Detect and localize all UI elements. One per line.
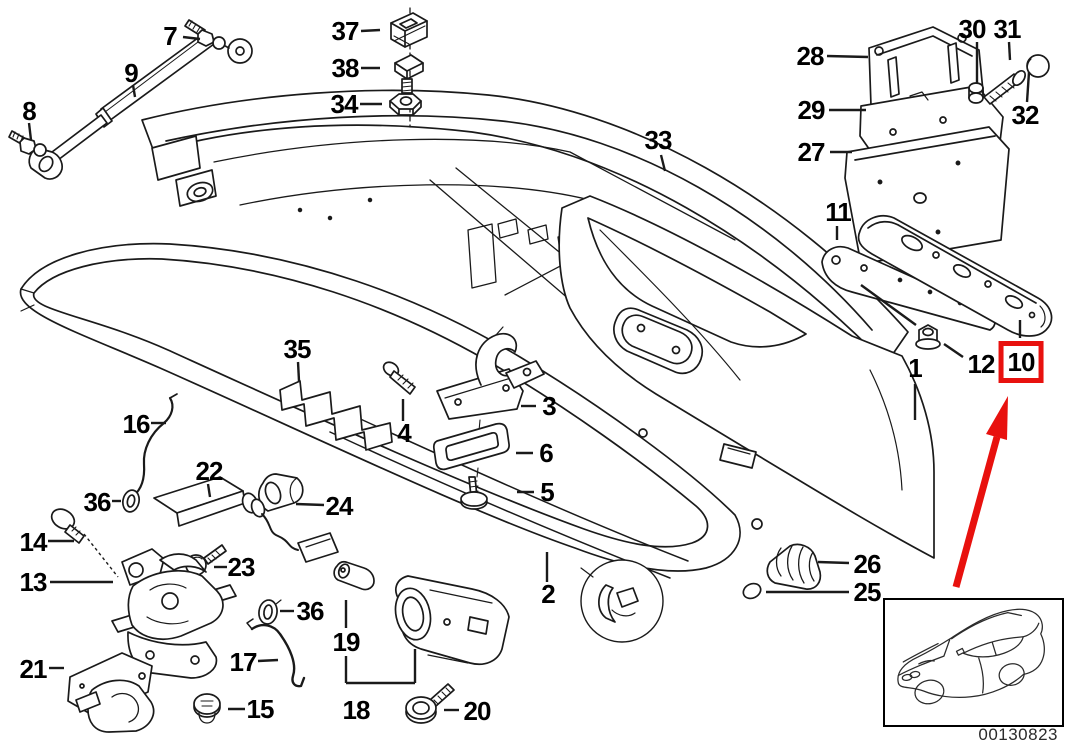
part-label-25: 25 bbox=[853, 577, 882, 607]
part-label-32: 32 bbox=[1011, 100, 1040, 130]
part-label-30: 30 bbox=[958, 14, 987, 44]
leader-line bbox=[817, 560, 850, 565]
part-30-31-32-drawing bbox=[968, 54, 1050, 105]
part-21-drawing bbox=[67, 652, 155, 733]
highlight-arrow-shaft bbox=[952, 436, 1001, 588]
part-label-7: 7 bbox=[163, 21, 178, 51]
leader-line bbox=[83, 533, 119, 578]
image-id: 00130823 bbox=[978, 725, 1058, 744]
part-17-drawing bbox=[246, 618, 306, 688]
part-label-5: 5 bbox=[540, 477, 555, 507]
part-36b-drawing bbox=[258, 599, 282, 625]
leader-line bbox=[826, 54, 869, 59]
part-7-drawing bbox=[184, 19, 226, 50]
part-24-drawing bbox=[258, 473, 304, 512]
part-label-38: 38 bbox=[331, 53, 360, 83]
part-label-9: 9 bbox=[124, 58, 139, 88]
part-label-14: 14 bbox=[19, 527, 48, 557]
part-22-drawing bbox=[153, 476, 339, 563]
part-34-drawing bbox=[389, 93, 422, 116]
part-label-26: 26 bbox=[853, 549, 882, 579]
part-37-drawing bbox=[390, 7, 428, 128]
car-thumbnail-inset bbox=[883, 598, 1064, 727]
part-label-12: 12 bbox=[967, 349, 996, 379]
part-1-drawing bbox=[558, 195, 935, 559]
leader-line bbox=[257, 658, 279, 663]
part-18-drawing bbox=[394, 575, 510, 666]
part-16-drawing bbox=[131, 393, 178, 498]
part-label-2: 2 bbox=[541, 579, 556, 609]
part-8-drawing bbox=[8, 130, 47, 157]
part-label-6: 6 bbox=[539, 438, 554, 468]
leader-line bbox=[296, 361, 301, 382]
part-label-4: 4 bbox=[397, 418, 412, 448]
leader-line bbox=[131, 84, 137, 98]
part-label-34: 34 bbox=[330, 89, 359, 119]
part-label-11: 11 bbox=[825, 197, 851, 227]
part-26-drawing bbox=[766, 543, 822, 590]
part-14-drawing bbox=[50, 508, 85, 544]
part-35-drawing bbox=[279, 380, 393, 451]
part-label-15: 15 bbox=[246, 694, 275, 724]
magnifier-detail bbox=[580, 559, 664, 643]
leader-line bbox=[860, 284, 917, 326]
part-label-31: 31 bbox=[993, 14, 1022, 44]
part-label-3: 3 bbox=[542, 391, 557, 421]
part-label-10: 10 bbox=[998, 341, 1044, 383]
part-6-drawing bbox=[432, 422, 510, 471]
part-label-1: 1 bbox=[908, 353, 923, 383]
part-15-drawing bbox=[193, 693, 221, 724]
part-20-drawing bbox=[405, 683, 455, 724]
part-label-16: 16 bbox=[122, 409, 151, 439]
part-2-drawing bbox=[19, 242, 741, 572]
part-36a-drawing bbox=[121, 489, 141, 513]
part-38-drawing bbox=[394, 54, 424, 94]
part-4-drawing bbox=[382, 361, 416, 395]
part-label-33: 33 bbox=[644, 125, 673, 155]
part-3-drawing bbox=[436, 326, 545, 478]
part-label-22: 22 bbox=[195, 456, 224, 486]
leader-line bbox=[206, 483, 212, 498]
part-12-nut-drawing bbox=[915, 324, 941, 350]
part-label-20: 20 bbox=[463, 696, 492, 726]
leader-line bbox=[295, 502, 325, 507]
part-5-drawing bbox=[460, 476, 488, 510]
part-label-18: 18 bbox=[342, 695, 371, 725]
leader-line bbox=[1007, 41, 1012, 61]
part-label-37: 37 bbox=[331, 16, 360, 46]
part-label-27: 27 bbox=[797, 137, 826, 167]
part-label-29: 29 bbox=[797, 95, 826, 125]
part-10-12-strip-drawing bbox=[857, 214, 1053, 337]
part-label-36-b: 36 bbox=[296, 596, 325, 626]
leader-line bbox=[943, 343, 964, 358]
part-label-28: 28 bbox=[796, 41, 825, 71]
part-label-36-a: 36 bbox=[83, 487, 112, 517]
part-label-17: 17 bbox=[229, 647, 258, 677]
part-25-drawing bbox=[742, 582, 762, 600]
leader-line bbox=[1025, 71, 1031, 103]
part-label-23: 23 bbox=[227, 552, 256, 582]
part-label-21: 21 bbox=[19, 654, 48, 684]
part-label-13: 13 bbox=[19, 567, 48, 597]
part-label-19: 19 bbox=[332, 627, 361, 657]
part-33-drawing bbox=[141, 89, 909, 365]
car-thumbnail-drawing bbox=[897, 608, 1045, 705]
part-label-35: 35 bbox=[283, 334, 312, 364]
leader-line bbox=[659, 154, 667, 172]
leader-line bbox=[27, 122, 33, 141]
part-19-drawing bbox=[333, 560, 375, 591]
part-label-24: 24 bbox=[325, 491, 354, 521]
leader-line bbox=[182, 35, 201, 41]
highlight-arrow-head bbox=[986, 396, 1008, 440]
part-label-8: 8 bbox=[22, 96, 37, 126]
leader-line bbox=[360, 28, 381, 33]
